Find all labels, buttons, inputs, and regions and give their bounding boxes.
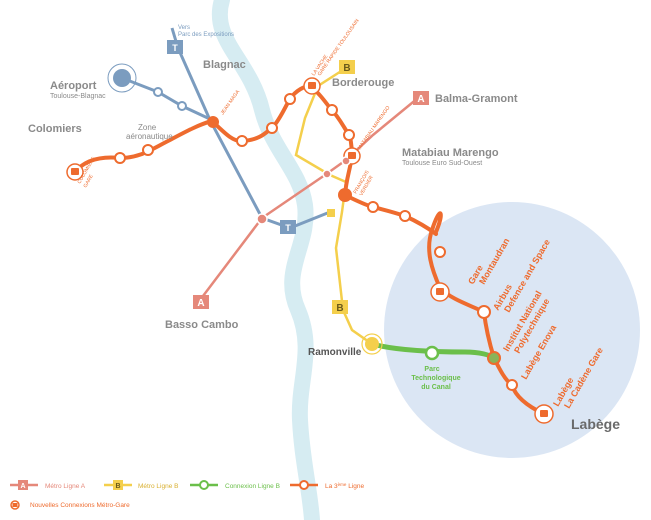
station-jean-maga[interactable] (207, 116, 219, 128)
label-technologique: Technologique (411, 375, 460, 382)
line-b-badge-bottom-label: B (336, 303, 343, 314)
river (211, 0, 320, 520)
station-ramonville-halo (361, 333, 383, 355)
tram-airport-branch (121, 76, 213, 122)
train-icon (436, 288, 444, 295)
station-francois-verdier[interactable] (338, 188, 352, 202)
station-aeroport-ring (107, 63, 137, 93)
station[interactable] (326, 104, 338, 116)
station[interactable] (142, 144, 154, 156)
labege-stations (430, 246, 554, 424)
tram-badge-mid-label: T (285, 223, 291, 233)
line-b-badge-top-label: B (343, 63, 350, 74)
metro-line-a (199, 97, 419, 301)
legend-connexion-b-label: Connexion Ligne B (225, 483, 280, 490)
train-icon (540, 410, 548, 417)
tram-badge-top-label: T (172, 43, 178, 53)
label-parc-expo: Parc des Expositions (178, 32, 234, 38)
labege-zone (384, 202, 640, 458)
station-inp[interactable] (487, 351, 501, 365)
label-matabiau-small: MATABIAU MARENGO (357, 105, 392, 151)
legend-ligne3: La 3ème Ligne (290, 480, 365, 490)
line-a-badge-top[interactable] (413, 91, 429, 105)
station-airbus[interactable] (477, 305, 491, 319)
label-balma: Balma-Gramont (435, 93, 518, 105)
label-colomiers: Colomiers (28, 123, 82, 135)
train-icons (71, 82, 548, 417)
line-a-stations (256, 156, 351, 225)
station-aeroport[interactable] (113, 69, 131, 87)
station-parc-technologique[interactable] (424, 345, 440, 361)
place-labels: Vers Parc des Expositions Blagnac Aéropo… (28, 25, 620, 432)
station-line-a[interactable] (322, 169, 332, 179)
legend-metro-a-label: Métro Ligne A (45, 483, 86, 490)
line-a-badge-bottom[interactable] (193, 295, 209, 309)
station-line-a[interactable] (256, 213, 268, 225)
label-aeroport-sub: Toulouse-Blagnac (50, 93, 106, 100)
line-b-badge-top[interactable] (339, 60, 355, 74)
label-aeroport: Aéroport (50, 80, 97, 92)
legend-metro-b: B Métro Ligne B (104, 480, 178, 490)
label-du-canal: du Canal (421, 384, 451, 391)
station[interactable] (399, 210, 411, 222)
line-a-badge-top-label: A (417, 94, 424, 105)
legend-metro-a-badge: A (20, 483, 25, 490)
legend-metro-b-label: Métro Ligne B (138, 483, 178, 490)
station-ramonville[interactable] (365, 337, 379, 351)
line-b-badge-bottom[interactable] (332, 300, 348, 314)
label-basso-cambo: Basso Cambo (165, 319, 239, 331)
station[interactable] (236, 135, 248, 147)
train-icon (12, 503, 18, 507)
badges: T T B B A A (167, 40, 429, 314)
tram-stations (107, 63, 187, 111)
label-zone: Zone (138, 123, 157, 132)
train-icon (308, 82, 316, 89)
legend-nouvelles-label: Nouvelles Connexions Métro-Gare (30, 502, 130, 509)
label-bordrouge: Borderouge (332, 77, 394, 89)
label-matabiau: Matabiau Marengo (402, 147, 499, 159)
ligne3-stations (66, 77, 411, 222)
tram-badge-top[interactable] (167, 40, 183, 54)
label-ramonville: Ramonville (308, 347, 362, 358)
parc-tech-labels: Parc Technologique du Canal (411, 366, 460, 391)
label-labege: Labège (571, 416, 620, 432)
legend-connexion-b: Connexion Ligne B (190, 480, 280, 490)
station[interactable] (114, 152, 126, 164)
legend-ligne3-sup: ème (338, 482, 347, 487)
label-vers: Vers (178, 25, 190, 31)
station-tram[interactable] (153, 87, 163, 97)
label-zone-sub: aéronautique (126, 132, 173, 141)
legend-metro-a: A Métro Ligne A (10, 480, 86, 490)
label-jean-maga: JEAN MAGA (220, 88, 242, 116)
station[interactable] (266, 122, 278, 134)
tram-badge-mid[interactable] (280, 220, 296, 234)
train-icon (348, 152, 356, 159)
station-tram[interactable] (177, 101, 187, 111)
legend-ligne3-suffix: Ligne (346, 483, 364, 490)
station[interactable] (343, 129, 355, 141)
legend: A Métro Ligne A B Métro Ligne B Connexio… (10, 480, 365, 510)
station[interactable] (434, 246, 446, 258)
label-blagnac: Blagnac (203, 59, 246, 71)
station[interactable] (284, 93, 296, 105)
line-a-badge-bottom-label: A (197, 298, 204, 309)
station[interactable] (367, 201, 379, 213)
legend-ligne3-label: La 3ème Ligne (325, 482, 365, 490)
line-b-small-square (327, 209, 335, 217)
train-icon (71, 168, 79, 175)
station-labege-enova[interactable] (506, 379, 518, 391)
legend-nouvelles: Nouvelles Connexions Métro-Gare (10, 500, 130, 510)
legend-metro-b-badge: B (115, 483, 120, 490)
label-parc: Parc (424, 366, 439, 373)
station-line-a[interactable] (341, 156, 351, 166)
legend-ligne3-prefix: La 3 (325, 483, 338, 490)
label-matabiau-sub: Toulouse Euro Sud-Ouest (402, 160, 482, 167)
